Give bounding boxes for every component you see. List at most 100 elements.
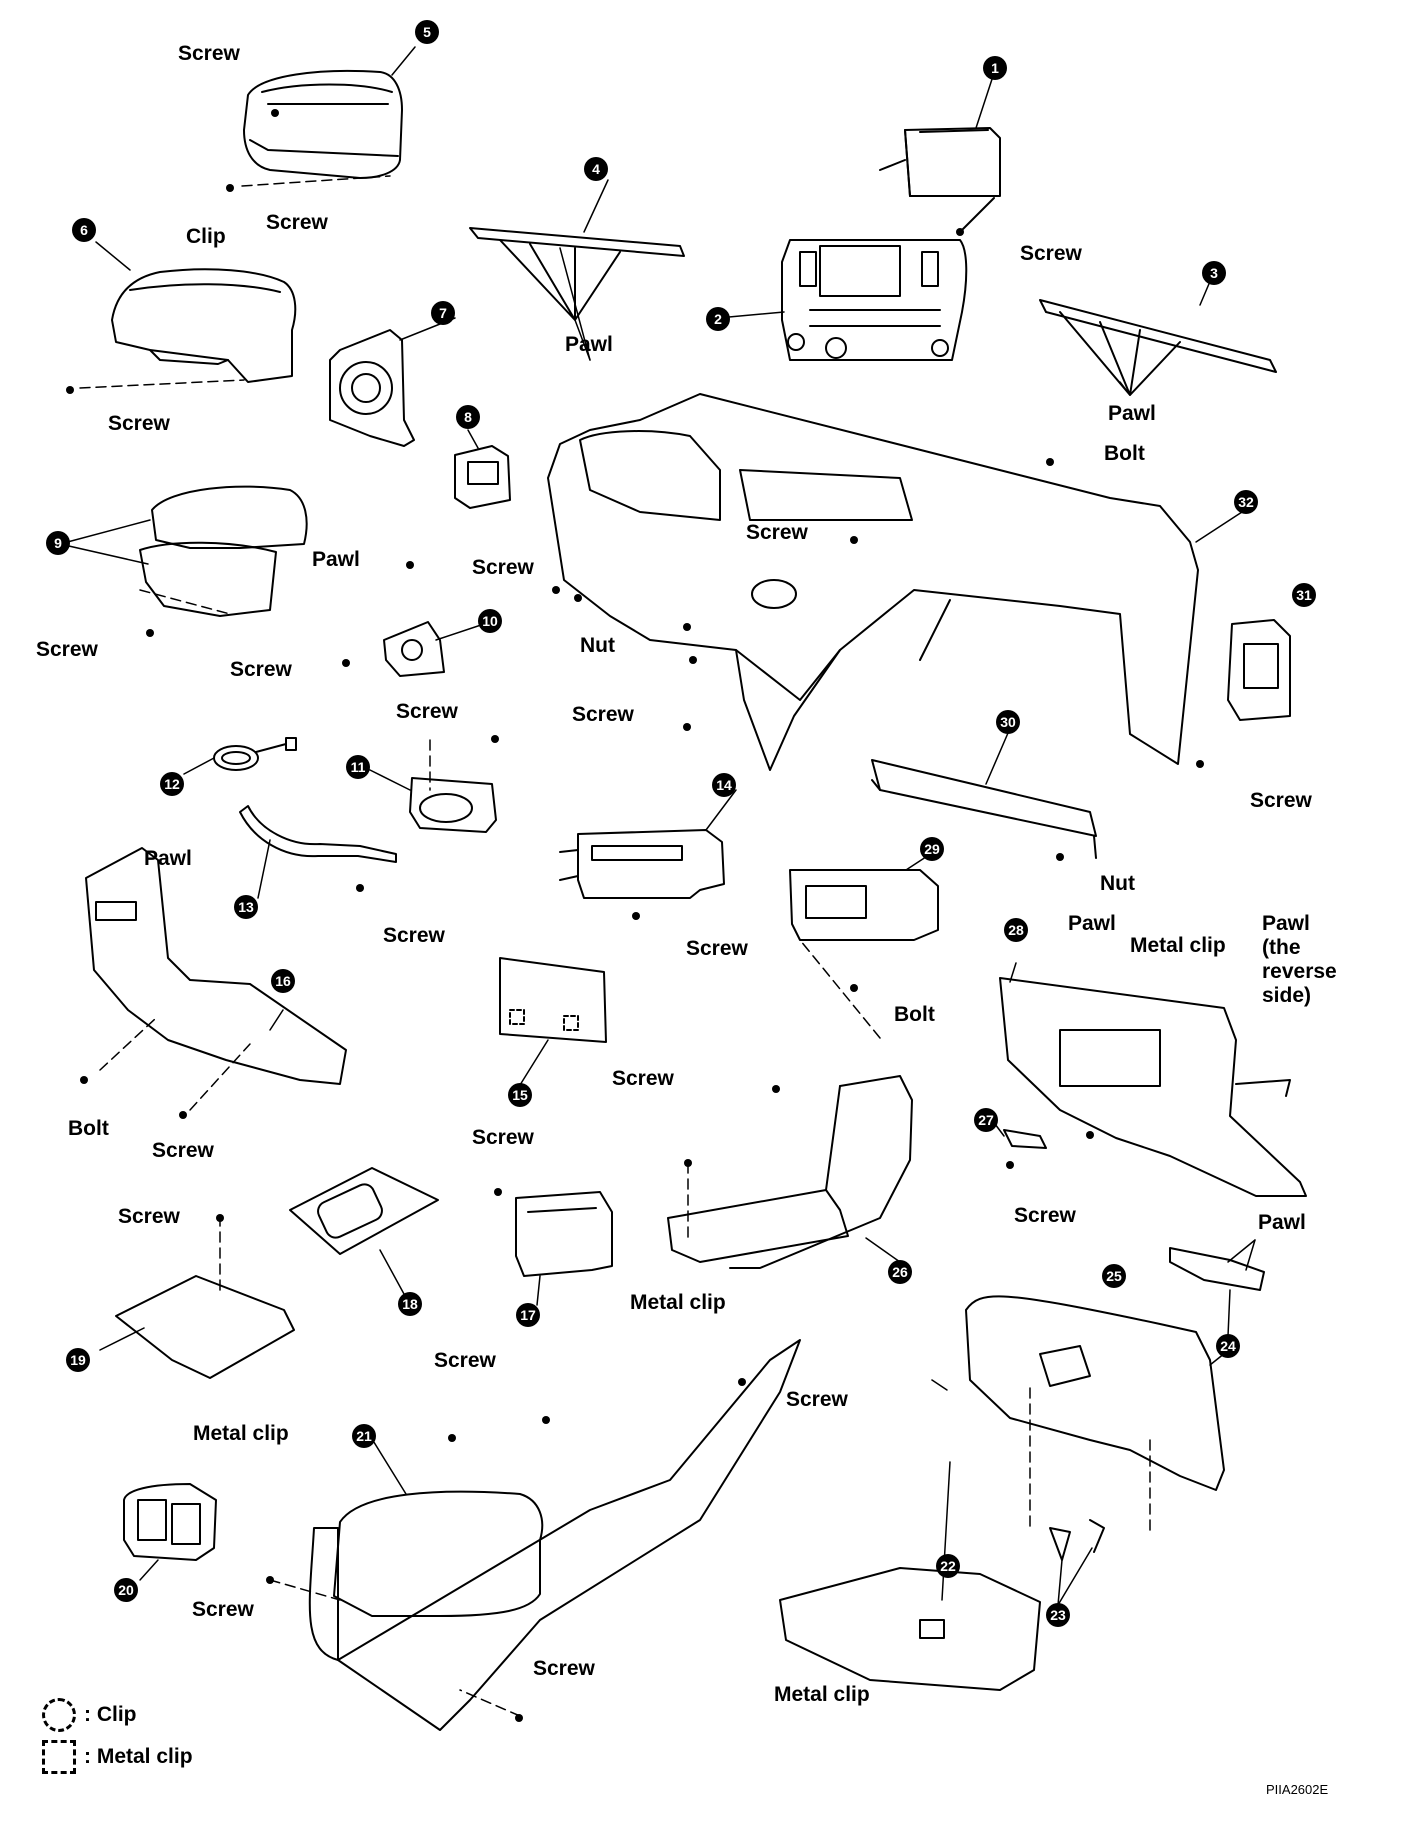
callout-19: 19 <box>66 1348 90 1372</box>
part-steering-ring-bracket <box>329 329 415 447</box>
label-pawl: Pawl <box>1108 402 1156 425</box>
part-center-bracket <box>871 759 1097 859</box>
label-nut: Nut <box>1100 872 1135 895</box>
callout-8: 8 <box>456 405 480 429</box>
callout-7: 7 <box>431 301 455 325</box>
callout-17: 17 <box>516 1303 540 1327</box>
part-audio-bracket <box>499 957 607 1043</box>
part-hazard-switch <box>879 127 1001 233</box>
callout-29: 29 <box>920 837 944 861</box>
callout-25: 25 <box>1102 1264 1126 1288</box>
label-screw: Screw <box>746 521 808 544</box>
part-center-speaker <box>409 777 497 833</box>
assembly-dashed-lines <box>79 175 1151 1717</box>
callout-23: 23 <box>1046 1603 1070 1627</box>
label-bolt: Bolt <box>894 1003 935 1026</box>
label-screw: Screw <box>178 42 240 65</box>
label-screw: Screw <box>152 1139 214 1162</box>
part-shift-finisher <box>289 1167 439 1255</box>
label-screw: Screw <box>533 1657 595 1680</box>
label-screw: Screw <box>266 211 328 234</box>
part-navigation-control-unit <box>789 869 939 941</box>
callout-5: 5 <box>415 20 439 44</box>
callout-9: 9 <box>46 531 70 555</box>
label-screw: Screw <box>472 1126 534 1149</box>
label-screw: Screw <box>434 1349 496 1372</box>
label-pawl-reverse-side: Pawl (the reverse side) <box>1262 912 1337 1008</box>
legend-clip-symbol <box>42 1698 76 1732</box>
label-screw: Screw <box>572 703 634 726</box>
callout-31: 31 <box>1292 583 1316 607</box>
callout-16: 16 <box>271 969 295 993</box>
label-screw: Screw <box>1014 1204 1076 1227</box>
label-screw: Screw <box>686 937 748 960</box>
part-instrument-lower-bracket <box>239 805 397 863</box>
label-screw: Screw <box>1250 789 1312 812</box>
callout-3: 3 <box>1202 261 1226 285</box>
label-screw: Screw <box>612 1067 674 1090</box>
part-cluster-lid <box>111 268 297 383</box>
leader-lines <box>59 46 1256 1606</box>
part-av-ac-control-panel <box>781 239 968 361</box>
part-center-lower-panel <box>667 1075 913 1269</box>
part-lower-bracket <box>1003 1129 1047 1149</box>
part-instrument-lower-cover <box>999 977 1307 1197</box>
part-front-defroster-grille-rh <box>1039 299 1277 396</box>
legend-metal-clip-symbol <box>42 1740 76 1774</box>
part-console-box <box>308 1339 801 1731</box>
callout-26: 26 <box>888 1260 912 1284</box>
callout-12: 12 <box>160 772 184 796</box>
callout-24: 24 <box>1216 1334 1240 1358</box>
callout-22: 22 <box>936 1554 960 1578</box>
callout-18: 18 <box>398 1292 422 1316</box>
label-pawl: Pawl <box>565 333 613 356</box>
part-ashtray <box>515 1191 613 1277</box>
callout-1: 1 <box>983 56 1007 80</box>
part-instrument-lower-panel-lh <box>85 847 347 1085</box>
part-key-cylinder-escutcheon <box>383 621 445 677</box>
label-screw: Screw <box>396 700 458 723</box>
label-screw: Screw <box>383 924 445 947</box>
callout-27: 27 <box>974 1108 998 1132</box>
label-screw: Screw <box>108 412 170 435</box>
callout-20: 20 <box>114 1578 138 1602</box>
label-screw: Screw <box>36 638 98 661</box>
label-nut: Nut <box>580 634 615 657</box>
label-metal-clip: Metal clip <box>193 1422 289 1445</box>
callout-14: 14 <box>712 773 736 797</box>
part-instrument-lower-panel-rh <box>779 1567 1041 1691</box>
label-clip: Clip <box>186 225 226 248</box>
part-glove-box-stopper <box>1049 1519 1105 1561</box>
legend-metal-clip-label: : Metal clip <box>84 1745 193 1768</box>
part-audio-unit <box>559 829 725 899</box>
part-combination-meter <box>243 69 403 179</box>
label-screw: Screw <box>472 556 534 579</box>
label-pawl: Pawl <box>144 847 192 870</box>
part-rear-ventilator <box>123 1483 217 1561</box>
part-glove-box <box>965 1295 1225 1491</box>
part-illumination-harness <box>213 737 297 771</box>
label-pawl: Pawl <box>1258 1211 1306 1234</box>
label-screw: Screw <box>786 1388 848 1411</box>
label-metal-clip: Metal clip <box>1130 934 1226 957</box>
part-console-bracket-cover <box>115 1275 295 1379</box>
label-metal-clip: Metal clip <box>630 1291 726 1314</box>
callout-28: 28 <box>1004 918 1028 942</box>
label-bolt: Bolt <box>68 1117 109 1140</box>
label-bolt: Bolt <box>1104 442 1145 465</box>
part-steering-column-cover <box>139 485 308 617</box>
callout-15: 15 <box>508 1083 532 1107</box>
callout-11: 11 <box>346 755 370 779</box>
label-screw: Screw <box>118 1205 180 1228</box>
callout-21: 21 <box>352 1424 376 1448</box>
label-pawl: Pawl <box>1068 912 1116 935</box>
callout-4: 4 <box>584 157 608 181</box>
part-glove-box-finisher <box>1169 1247 1265 1291</box>
label-screw: Screw <box>192 1598 254 1621</box>
part-front-defroster-grille-lh <box>469 227 685 321</box>
fasteners <box>66 109 1204 1722</box>
callout-30: 30 <box>996 710 1020 734</box>
figure-code: PIIA2602E <box>1266 1782 1329 1797</box>
callout-10: 10 <box>478 609 502 633</box>
